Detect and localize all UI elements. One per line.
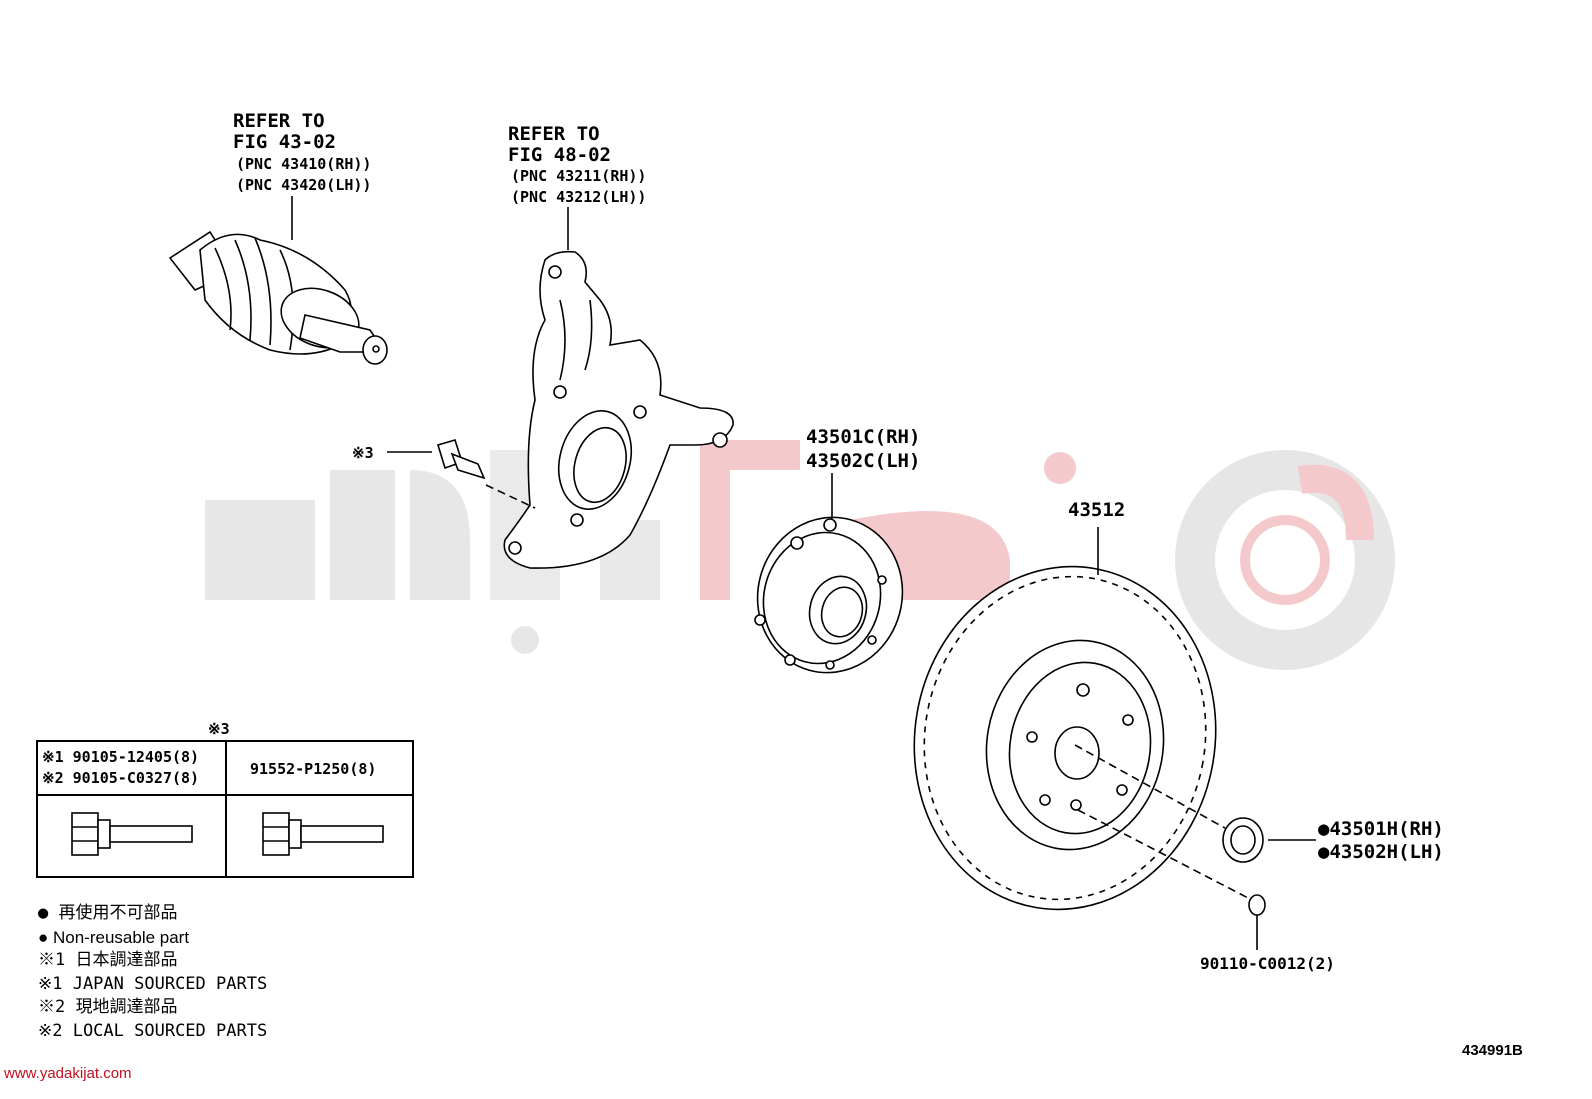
legend-item: ※1 JAPAN SOURCED PARTS <box>38 973 268 994</box>
legend-item: ※2 現地調達部品 <box>38 997 178 1017</box>
drive-shaft-pnc-rh-label: (PNC 43410(RH)) <box>236 155 372 173</box>
bolt-table: ※1 90105-12405(8) ※2 90105-C0327(8) 9155… <box>36 740 414 878</box>
brake-disc-drawing <box>913 527 1253 911</box>
table-col1-line1: ※1 90105-12405(8) <box>42 748 200 766</box>
knuckle-pnc-lh-label: (PNC 43212(LH)) <box>511 188 647 206</box>
hub-drawing <box>754 473 904 674</box>
legend: ● 再使用不可部品 ● Non-reusable part ※1 日本調達部品 … <box>38 902 267 1043</box>
knuckle-refer-label: REFER TO <box>508 123 600 145</box>
table-col2-label: 91552-P1250(8) <box>250 760 377 778</box>
bolt-mark-label: ※3 <box>352 444 374 462</box>
screw-label: 90110-C0012(2) <box>1200 954 1335 973</box>
screw-drawing <box>1248 894 1266 950</box>
drive-shaft-pnc-lh-label: (PNC 43420(LH)) <box>236 176 372 194</box>
watermark-url[interactable]: www.yadakijat.com <box>4 1065 132 1082</box>
knuckle-fig-label: FIG 48-02 <box>508 144 611 166</box>
table-col1-line2: ※2 90105-C0327(8) <box>42 769 200 787</box>
hub-lh-label: 43502C(LH) <box>806 450 921 472</box>
disc-label: 43512 <box>1068 499 1126 521</box>
drive-shaft-refer-label: REFER TO <box>233 110 325 132</box>
figure-number: 434991B <box>1462 1042 1523 1059</box>
drive-shaft-fig-label: FIG 43-02 <box>233 131 336 153</box>
steering-knuckle-drawing <box>503 250 734 569</box>
table-header-mark: ※3 <box>208 720 230 738</box>
legend-item: ● Non-reusable part <box>38 927 190 947</box>
nut-lh-label: ●43502H(LH) <box>1318 841 1444 863</box>
hub-rh-label: 43501C(RH) <box>806 426 921 448</box>
knuckle-bolt-drawing <box>387 439 536 509</box>
table-bolt-drawings <box>71 812 384 856</box>
nut-rh-label: ●43501H(RH) <box>1318 818 1444 840</box>
legend-item: ● 再使用不可部品 <box>38 903 178 923</box>
legend-item: ※1 日本調達部品 <box>38 950 178 970</box>
hub-nut-drawing <box>1222 817 1316 863</box>
legend-item: ※2 LOCAL SOURCED PARTS <box>38 1020 268 1041</box>
knuckle-pnc-rh-label: (PNC 43211(RH)) <box>511 167 647 185</box>
drive-shaft-drawing <box>168 230 388 365</box>
leader-lines <box>291 196 569 250</box>
